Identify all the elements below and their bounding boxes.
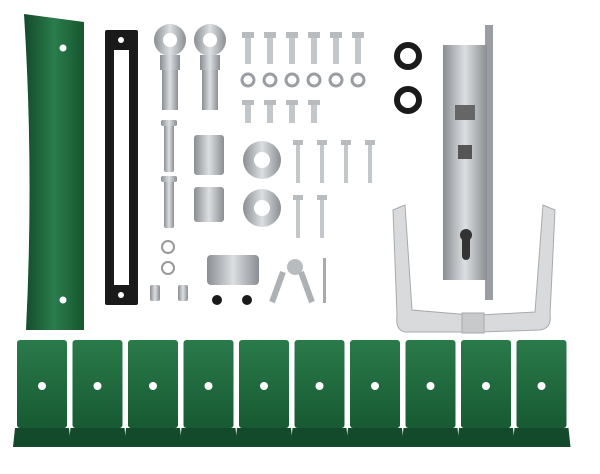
hex-nut bbox=[328, 72, 344, 88]
short-bolt bbox=[308, 100, 320, 123]
eye-bolts bbox=[154, 24, 226, 110]
green-bracket bbox=[457, 340, 515, 447]
green-post-rail bbox=[24, 14, 84, 330]
hex-bolt bbox=[264, 32, 276, 64]
wood-screw bbox=[341, 140, 351, 183]
green-bracket bbox=[68, 340, 127, 447]
black-strike-frame bbox=[105, 30, 138, 305]
screws-and-nuts bbox=[240, 32, 375, 238]
hex-nut bbox=[284, 72, 300, 88]
hex-bolt bbox=[352, 32, 364, 64]
hex-bolt bbox=[242, 32, 254, 64]
wood-screw bbox=[365, 140, 375, 183]
pins-and-spacers bbox=[150, 120, 281, 301]
green-bracket bbox=[179, 340, 238, 447]
wood-screw bbox=[317, 195, 327, 238]
green-bracket bbox=[346, 340, 404, 447]
short-bolt bbox=[242, 100, 254, 123]
green-brackets bbox=[13, 340, 571, 447]
green-bracket bbox=[235, 340, 293, 447]
green-bracket bbox=[512, 340, 571, 447]
wood-screw bbox=[293, 140, 303, 183]
mortise-lock bbox=[443, 25, 493, 300]
hex-bolt bbox=[286, 32, 298, 64]
green-bracket bbox=[401, 340, 460, 447]
hex-nut bbox=[306, 72, 322, 88]
green-bracket bbox=[290, 340, 349, 447]
short-bolt bbox=[286, 100, 298, 123]
hex-nut bbox=[240, 72, 256, 88]
hex-bolt bbox=[308, 32, 320, 64]
green-bracket bbox=[13, 340, 71, 447]
lever-handles bbox=[392, 204, 556, 334]
green-bracket bbox=[124, 340, 182, 447]
lock-cylinder-and-keys bbox=[207, 255, 326, 305]
rubber-rings bbox=[394, 42, 422, 114]
wood-screw bbox=[293, 195, 303, 238]
hex-nut bbox=[262, 72, 278, 88]
hex-bolt bbox=[330, 32, 342, 64]
wood-screw bbox=[317, 140, 327, 183]
hex-nut bbox=[350, 72, 366, 88]
short-bolt bbox=[264, 100, 276, 123]
